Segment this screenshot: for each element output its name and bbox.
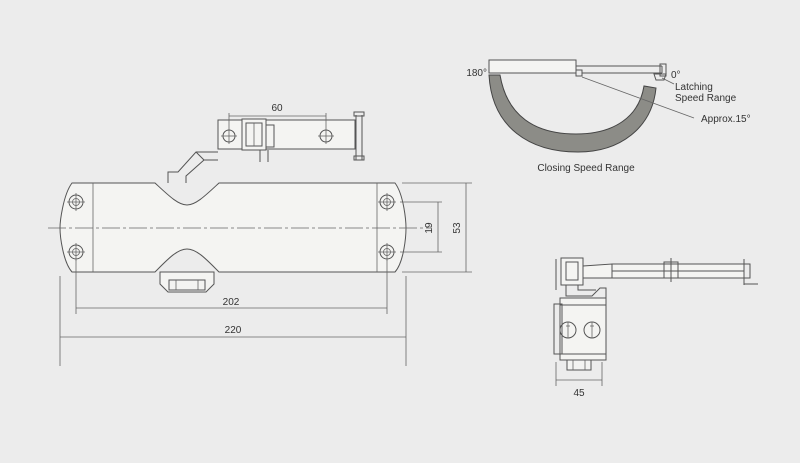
- latch-marker: [575, 69, 583, 77]
- dimension-53-label: 53: [452, 222, 463, 234]
- dimension-60-label: 60: [271, 103, 283, 114]
- latching-label-line2: Speed Range: [675, 93, 737, 104]
- side-view: 45: [553, 257, 758, 399]
- valve-housing: [159, 271, 215, 293]
- speed-range-diagram: 180° 0° Latching Speed Range Approx.15° …: [466, 59, 751, 174]
- dimension-220: 220: [59, 276, 407, 366]
- latching-label-line1: Latching: [675, 82, 713, 93]
- mounting-hole-icon: [67, 193, 85, 211]
- approx-15-label: Approx.15°: [701, 114, 751, 125]
- dimension-60: 60: [228, 103, 327, 128]
- door-frame-bar: [488, 59, 577, 74]
- closing-speed-arc: [488, 74, 657, 153]
- dimension-19: 19: [400, 201, 442, 253]
- mounting-hole-icon: [378, 193, 396, 211]
- closer-body-outline: [59, 182, 407, 273]
- dimension-202: 202: [75, 260, 388, 314]
- dimension-19-label: 19: [424, 222, 435, 234]
- angle-0-label: 0°: [671, 70, 681, 81]
- mounting-hole-icon: [67, 243, 85, 261]
- dimension-45-label: 45: [573, 388, 585, 399]
- side-valve: [566, 359, 592, 371]
- side-body: [559, 297, 607, 361]
- arm-bracket-plate: [217, 119, 356, 150]
- front-view: 60: [48, 103, 472, 366]
- approx-leader: [581, 76, 695, 119]
- closing-speed-range-label: Closing Speed Range: [537, 163, 635, 174]
- mounting-hole-icon: [378, 243, 396, 261]
- dimension-53: 53: [402, 182, 472, 273]
- dimension-45: 45: [555, 362, 603, 399]
- arm-bracket: [167, 111, 365, 183]
- dimension-202-label: 202: [223, 297, 240, 308]
- angle-180-label: 180°: [466, 68, 487, 79]
- dimension-220-label: 220: [225, 325, 242, 336]
- closer-body: [48, 182, 432, 293]
